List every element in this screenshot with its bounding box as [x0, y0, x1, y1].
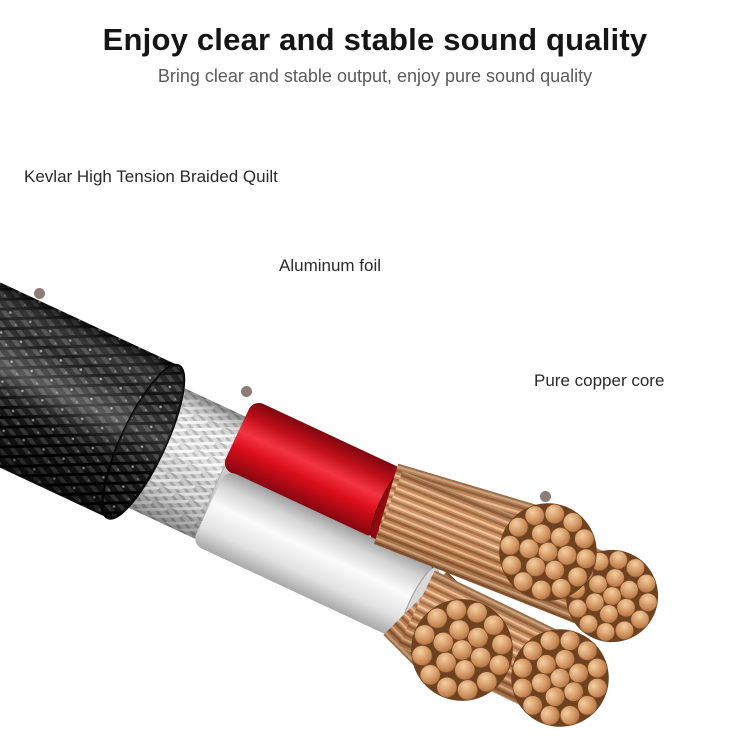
label-pure-copper-core: Pure copper core	[534, 371, 665, 390]
page-subtitle: Bring clear and stable output, enjoy pur…	[157, 66, 593, 86]
kevlar-braided-jacket	[0, 239, 186, 520]
aluminum-foil-marker-dot	[241, 386, 252, 397]
page-title: Enjoy clear and stable sound quality	[102, 22, 648, 57]
kevlar-marker-dot	[34, 288, 45, 299]
copper-cores	[373, 463, 678, 739]
copper-core-marker-dot	[540, 491, 551, 502]
label-kevlar-braid: Kevlar High Tension Braided Quilt	[24, 167, 278, 186]
label-aluminum-foil: Aluminum foil	[279, 256, 382, 275]
